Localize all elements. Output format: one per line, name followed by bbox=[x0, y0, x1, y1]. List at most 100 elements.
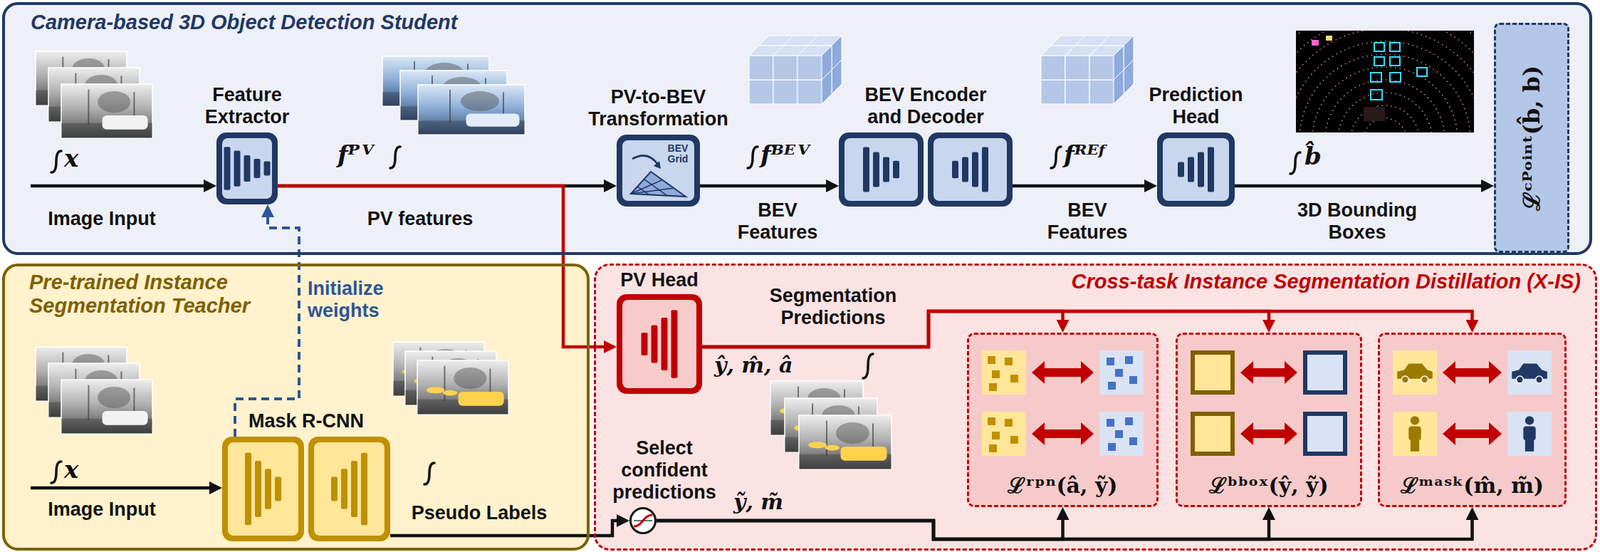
node-label: PV-to-BEV Transformation bbox=[569, 86, 748, 131]
illustration-part bbox=[426, 386, 446, 394]
pseudo-label-images bbox=[393, 341, 509, 415]
illustration-part bbox=[797, 79, 822, 104]
layer-bar bbox=[264, 468, 272, 510]
box-sample bbox=[1192, 352, 1233, 393]
illustration-part bbox=[1350, 105, 1420, 133]
layer-bar bbox=[234, 150, 241, 186]
illustration-part bbox=[622, 299, 697, 389]
layer-bar bbox=[331, 477, 338, 502]
illustration-part bbox=[443, 365, 446, 401]
car-wheel bbox=[1421, 375, 1429, 384]
illustration-part bbox=[773, 55, 798, 80]
layer-bar bbox=[641, 332, 648, 356]
grid-line bbox=[630, 187, 674, 194]
illustration-part bbox=[1311, 39, 1319, 46]
input-arrow bbox=[30, 184, 204, 188]
transform-arrow bbox=[632, 155, 658, 166]
illustration-part bbox=[97, 91, 131, 113]
flow-label: BEV Features bbox=[1039, 199, 1136, 244]
variable-symbol: fᴾⱽ bbox=[337, 140, 371, 169]
illustration-part bbox=[824, 445, 840, 451]
layer-bar bbox=[254, 460, 262, 517]
illustration-part bbox=[61, 379, 153, 434]
sigmoid-curve bbox=[633, 514, 653, 527]
car-icon bbox=[1397, 363, 1433, 379]
illustration-part bbox=[808, 441, 827, 448]
illustration-part bbox=[1295, 30, 1474, 133]
illustration-part bbox=[1089, 55, 1114, 80]
connector bbox=[1012, 184, 1145, 188]
anchor-cell bbox=[1004, 357, 1013, 366]
anchor-cell bbox=[991, 431, 1000, 440]
anchor-cell bbox=[1010, 374, 1019, 383]
flow-label: Segmentation Predictions bbox=[753, 284, 914, 329]
illustration-part bbox=[1041, 79, 1066, 104]
point-cloud bbox=[1248, 2, 1522, 277]
illustration-part bbox=[417, 84, 525, 135]
illustration-part bbox=[1295, 30, 1474, 133]
illustration-part bbox=[1325, 79, 1445, 133]
anchor-cell bbox=[1107, 442, 1116, 451]
segmentation-images bbox=[770, 380, 892, 470]
network-block bbox=[308, 436, 391, 542]
layer-bar bbox=[254, 158, 261, 179]
illustration-part bbox=[1065, 79, 1090, 104]
anchor-cell bbox=[1010, 435, 1019, 444]
anchor-cell bbox=[1129, 375, 1138, 384]
pointer-squiggle bbox=[1051, 146, 1061, 169]
pointer-squiggle bbox=[863, 353, 873, 379]
student-ground bbox=[2, 2, 1593, 255]
anchor-cell bbox=[1106, 418, 1115, 427]
variable-symbol: ỹ, m̃ bbox=[733, 489, 784, 515]
illustration-part bbox=[97, 386, 131, 409]
anchor-cell bbox=[1125, 356, 1133, 364]
network-block bbox=[927, 132, 1013, 207]
person-legs bbox=[1410, 439, 1420, 452]
prediction-head-box: Prediction Head bbox=[1157, 132, 1235, 207]
person-head bbox=[1410, 415, 1420, 425]
anchor-cell bbox=[989, 444, 997, 453]
pv-feature-maps bbox=[382, 56, 525, 135]
node-icon bbox=[222, 436, 391, 542]
mask-sample bbox=[1507, 350, 1552, 395]
illustration-part bbox=[460, 91, 500, 112]
illustration-part bbox=[1299, 54, 1471, 133]
compare-arrow bbox=[1240, 422, 1298, 446]
node-label: ℒʳᵖⁿ(â, ỹ) bbox=[1007, 473, 1118, 499]
person-body bbox=[1523, 425, 1536, 441]
mask-sample bbox=[1507, 411, 1552, 456]
pointer-squiggle bbox=[424, 462, 435, 485]
layer-bar bbox=[361, 452, 368, 526]
icon-inner bbox=[622, 140, 695, 201]
node-label: ℒᶜᴾᵒⁱⁿᵗ(b̂, b) bbox=[1518, 64, 1546, 211]
grid-line bbox=[643, 179, 667, 196]
flow-label: Pseudo Labels bbox=[411, 502, 548, 525]
car-wheel bbox=[1515, 375, 1524, 384]
icon-inner bbox=[622, 299, 697, 389]
node-label: Pre-trained Instance Segmentation Teache… bbox=[29, 270, 272, 319]
illustration-part bbox=[1065, 55, 1090, 80]
illustration-part bbox=[1370, 89, 1383, 100]
illustration-part bbox=[1374, 42, 1385, 52]
icon-inner bbox=[844, 138, 918, 201]
variable-symbol: fᴮᴱⱽ bbox=[760, 140, 808, 169]
input-arrow bbox=[30, 486, 210, 490]
view-frustum bbox=[630, 171, 686, 197]
compare-arrow bbox=[1031, 361, 1094, 384]
compare-arrow bbox=[1240, 361, 1298, 384]
layer-bar bbox=[651, 325, 658, 364]
node-label: PV Head bbox=[602, 269, 717, 292]
pointer-squiggle bbox=[390, 146, 401, 169]
car-wheel bbox=[1535, 375, 1544, 384]
image-frame bbox=[61, 84, 153, 139]
mask-sample bbox=[1392, 411, 1437, 456]
node-icon bbox=[838, 132, 1013, 207]
illustration-part bbox=[835, 422, 870, 444]
teacher-ground bbox=[2, 263, 590, 551]
box-sample bbox=[1305, 413, 1346, 454]
variable-symbol: b̂ bbox=[1304, 142, 1322, 171]
person-legs bbox=[1525, 439, 1534, 452]
layer-bar bbox=[1187, 157, 1195, 183]
illustration-part bbox=[1123, 35, 1134, 70]
anchor-cell bbox=[1107, 381, 1116, 390]
